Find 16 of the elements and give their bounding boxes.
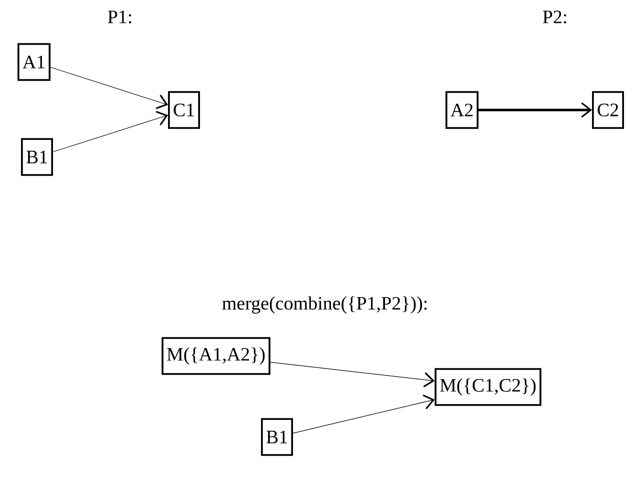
- arrow: [52, 110, 168, 152]
- box: B1: [21, 138, 53, 176]
- box: C2: [592, 91, 624, 129]
- box: B1: [261, 418, 293, 456]
- box: M({C1,C2}): [434, 368, 542, 406]
- arrow: [292, 394, 435, 434]
- arrow: [478, 102, 592, 118]
- heading: P2:: [542, 10, 566, 24]
- box: A1: [18, 43, 51, 81]
- arrow: [270, 362, 435, 388]
- arrow: [50, 66, 168, 110]
- heading: P1:: [108, 10, 132, 24]
- box: A2: [446, 91, 479, 129]
- heading: merge(combine({P1,P2})):: [222, 296, 427, 314]
- box: M({A1,A2}): [162, 337, 270, 375]
- box: C1: [168, 91, 200, 129]
